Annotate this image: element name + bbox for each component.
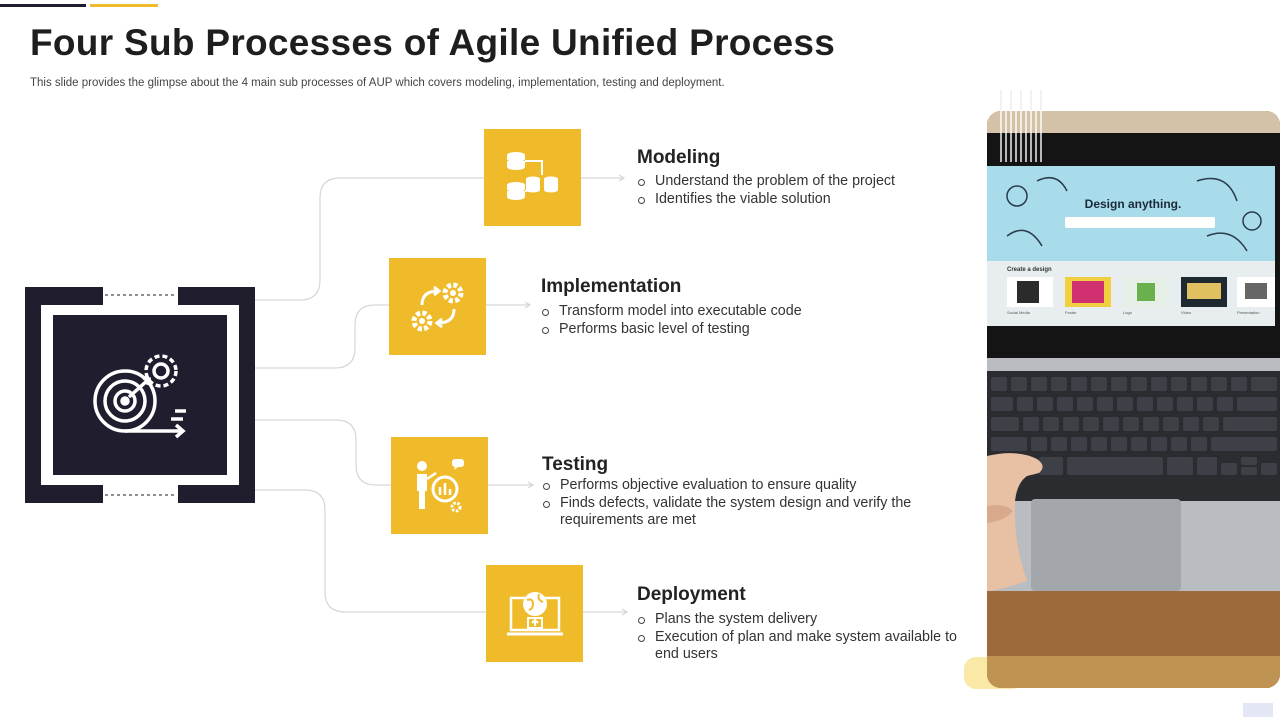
arrow-deployment <box>583 608 629 616</box>
step-tile-deployment <box>486 565 583 662</box>
photo-thumb-label: Presentation <box>1237 310 1259 315</box>
photo-thumb-label: Poster <box>1065 310 1077 315</box>
hub-block <box>25 287 255 503</box>
photo-thumb-label: Social Media <box>1007 310 1031 315</box>
slide-title: Four Sub Processes of Agile Unified Proc… <box>30 22 836 63</box>
arrow-testing <box>488 481 535 489</box>
step-title-modeling: Modeling <box>637 147 721 168</box>
step-bullets-implementation: Transform model into executable code Per… <box>541 303 802 338</box>
photo-thumb-label: Video <box>1181 310 1192 315</box>
list-item: Transform model into executable code <box>541 303 802 321</box>
arrow-implementation <box>486 301 532 309</box>
globe-upload-icon <box>506 591 563 635</box>
connector-implementation <box>255 304 389 369</box>
list-item: Identifies the viable solution <box>637 191 895 209</box>
top-accent-bar-gold <box>90 4 158 7</box>
photo-thumb-label: Logo <box>1123 310 1133 315</box>
step-tile-implementation <box>389 258 486 355</box>
step-bullets-deployment: Plans the system delivery Execution of p… <box>637 611 972 664</box>
list-item: Plans the system delivery <box>637 611 972 629</box>
gears-cycle-icon <box>411 282 463 331</box>
laptop-photo: Design anything. Create a design Social … <box>987 111 1280 688</box>
slide-subtitle: This slide provides the glimpse about th… <box>30 77 725 89</box>
connector-deployment <box>255 489 486 613</box>
list-item: Performs objective evaluation to ensure … <box>542 477 942 495</box>
connector-testing <box>255 419 391 486</box>
presentation-analysis-icon <box>416 458 464 512</box>
step-bullets-modeling: Understand the problem of the project Id… <box>637 173 895 208</box>
step-tile-testing <box>391 437 488 534</box>
list-item: Performs basic level of testing <box>541 321 802 339</box>
step-bullets-testing: Performs objective evaluation to ensure … <box>542 477 942 530</box>
target-gear-icon <box>93 354 186 439</box>
connector-modeling <box>255 177 484 301</box>
step-title-testing: Testing <box>542 454 609 475</box>
database-network-icon <box>506 151 558 200</box>
list-item: Finds defects, validate the system desig… <box>542 495 942 530</box>
arrow-modeling <box>581 174 626 182</box>
list-item: Execution of plan and make system availa… <box>637 629 972 664</box>
page-number-box <box>1243 703 1273 717</box>
photo-screen-subheading: Create a design <box>1007 267 1052 273</box>
step-title-implementation: Implementation <box>541 276 682 297</box>
decorative-stripes <box>1000 90 1042 162</box>
photo-screen-heading: Design anything. <box>1085 197 1182 211</box>
top-accent-bar-dark <box>0 4 86 7</box>
list-item: Understand the problem of the project <box>637 173 895 191</box>
step-title-deployment: Deployment <box>637 584 746 605</box>
step-tile-modeling <box>484 129 581 226</box>
